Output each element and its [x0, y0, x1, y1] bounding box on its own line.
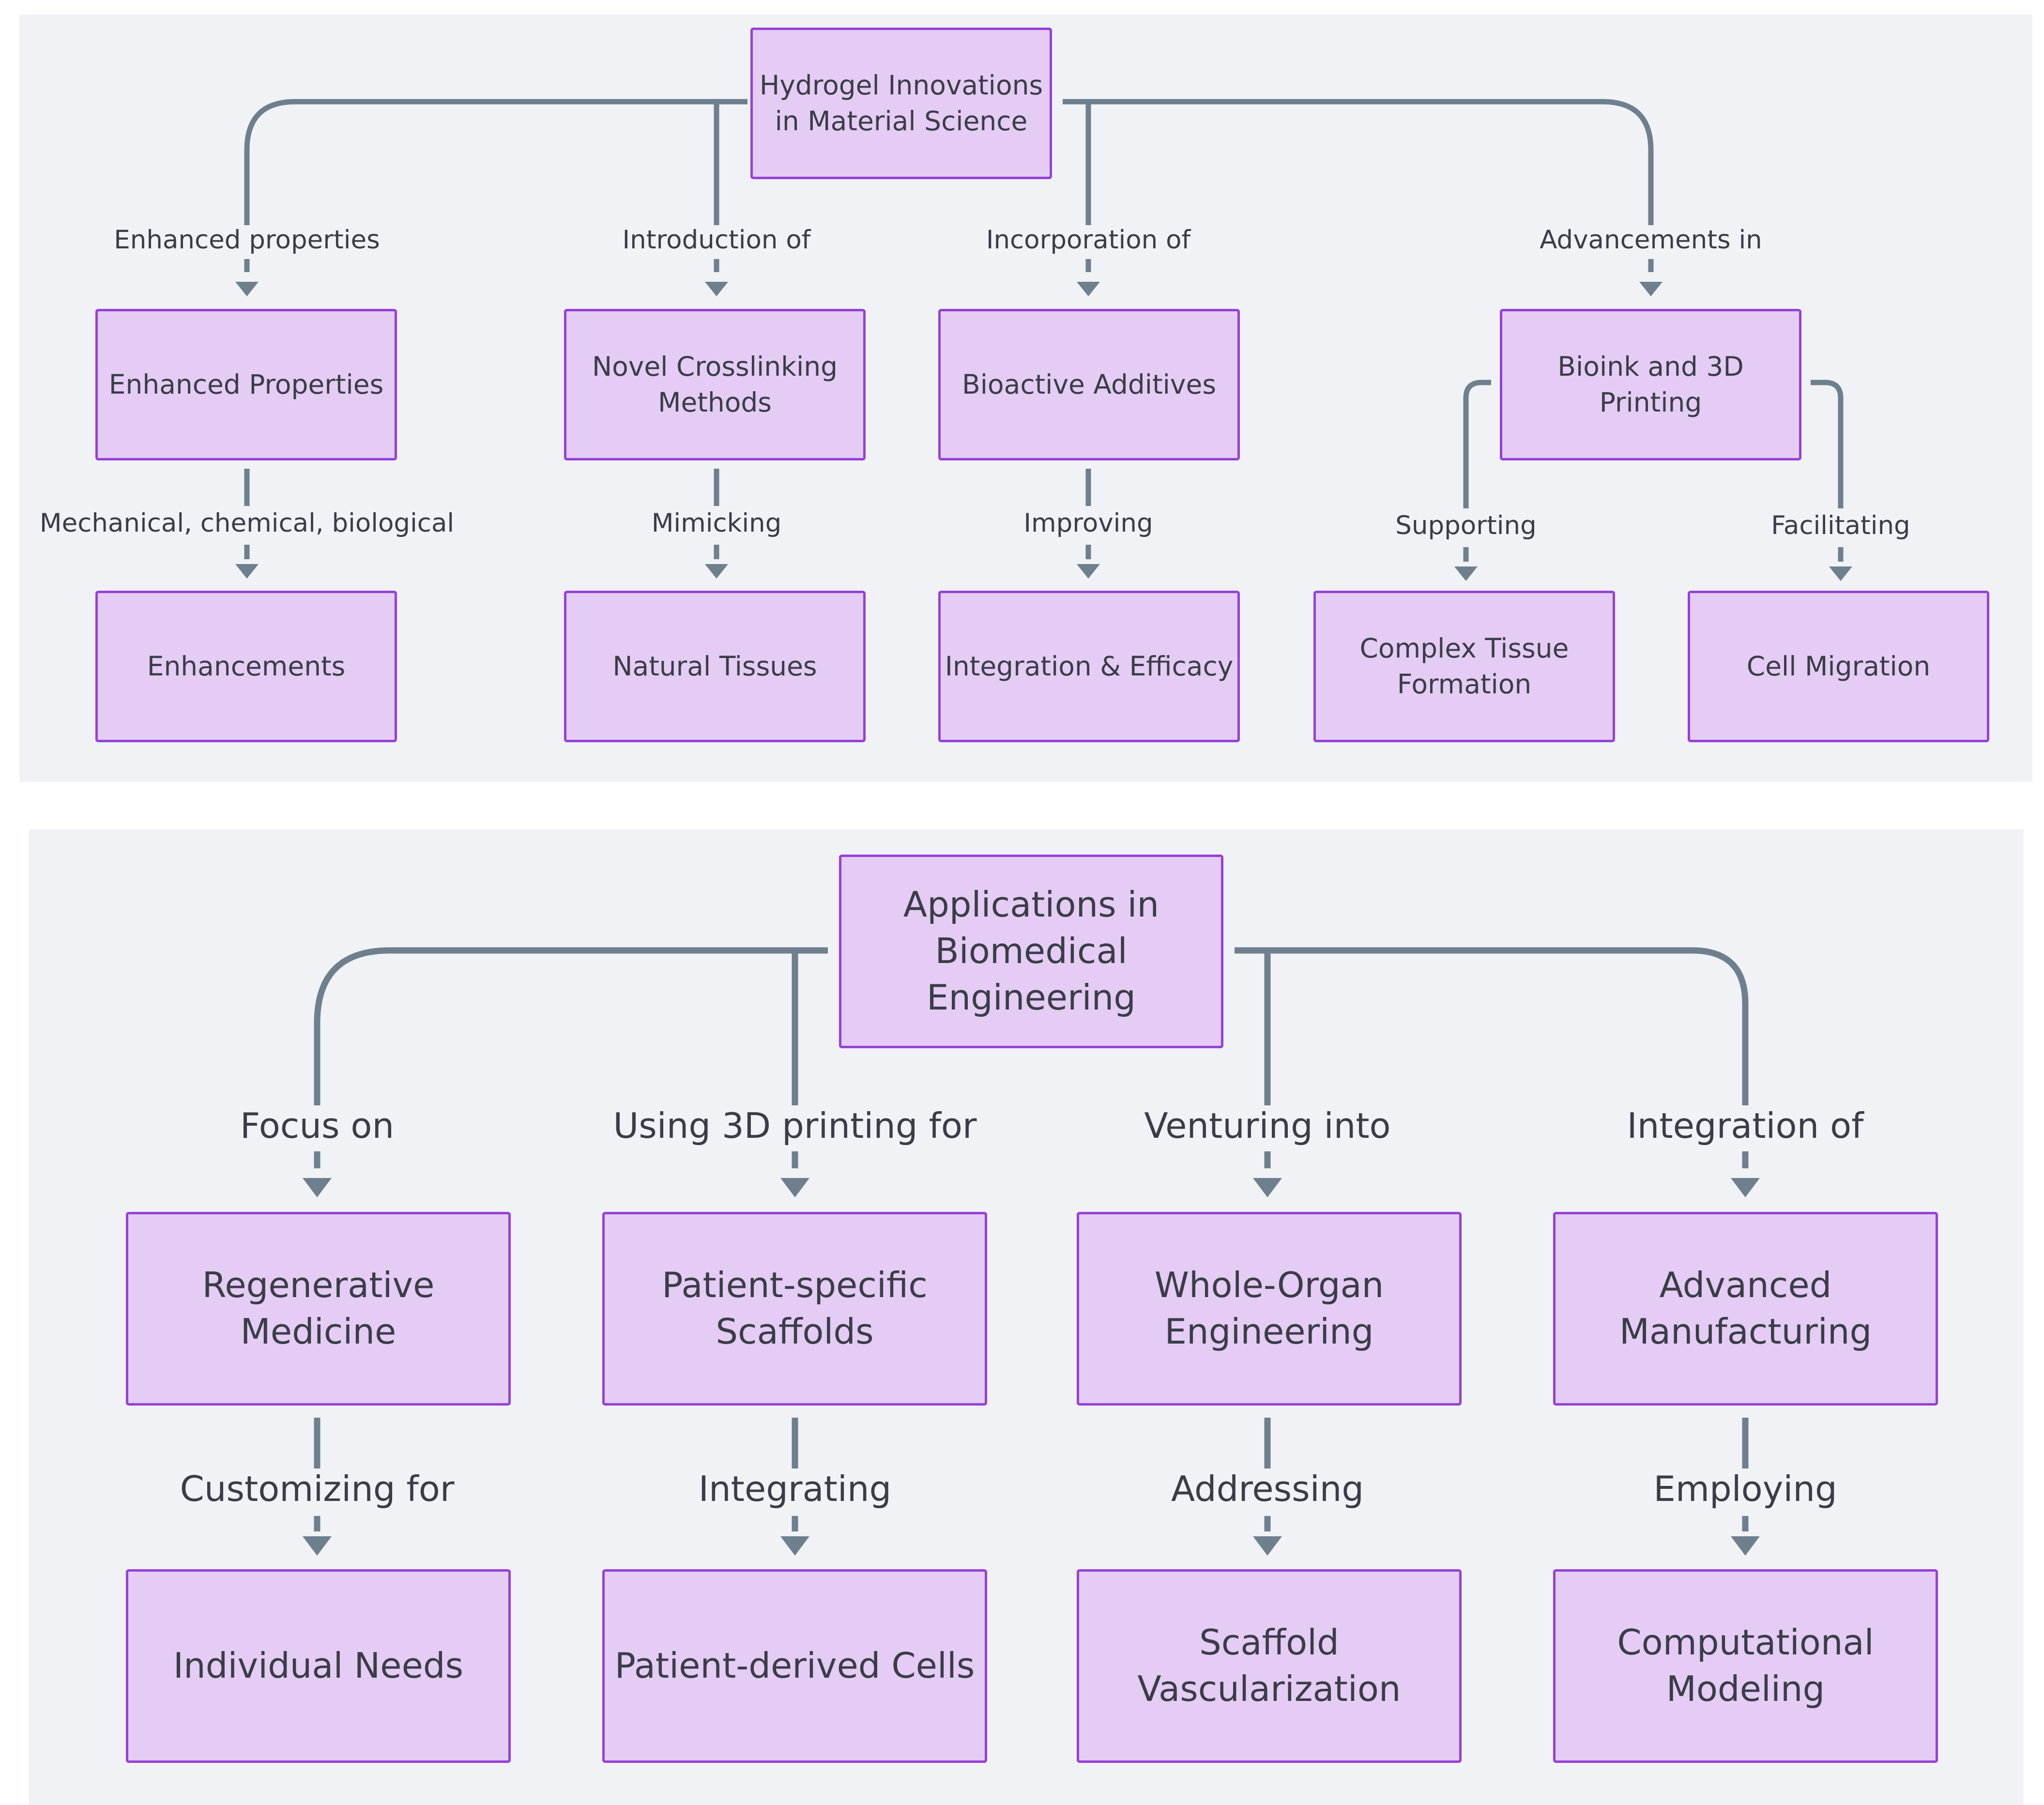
node-regenerative-medicine: Regenerative Medicine: [126, 1212, 511, 1406]
edge-label-advancements-in: Advancements in: [1537, 225, 1765, 255]
node-cell-migration: Cell Migration: [1688, 591, 1989, 742]
edge-label-enhanced-properties: Enhanced properties: [111, 225, 383, 255]
edge-label-supporting: Supporting: [1392, 511, 1540, 540]
edge-root-to-enhanced-properties: [244, 99, 747, 225]
arrowhead-manufacturing: [1731, 1178, 1760, 1197]
node-patient-derived-cells: Patient-derived Cells: [602, 1569, 987, 1763]
edge-bioink-to-cell-migration: [1811, 380, 1844, 562]
arrowhead-enhanced-properties: [235, 282, 259, 296]
edge-label-mechanical-chemical-biological: Mechanical, chemical, biological: [36, 508, 458, 538]
node-scaffold-vascularization: Scaffold Vascularization: [1077, 1569, 1462, 1763]
arrowhead-natural-tissues: [705, 564, 728, 579]
edge-root-to-regenerative: [314, 947, 828, 1105]
node-enhanced-properties: Enhanced Properties: [95, 309, 397, 460]
diagram-panel-biomedical-engineering: Applications in Biomedical Engineering F…: [29, 829, 2024, 1805]
arrowhead-enhancements: [235, 564, 259, 579]
node-whole-organ-engineering: Whole-Organ Engineering: [1077, 1212, 1462, 1406]
edge-label-facilitating: Facilitating: [1768, 511, 1913, 540]
node-natural-tissues: Natural Tissues: [564, 591, 866, 742]
arrowhead-novel-crosslinking: [705, 282, 728, 296]
root-node-hydrogel-innovations: Hydrogel Innovations in Material Science: [750, 28, 1052, 179]
edge-label-integration-of: Integration of: [1624, 1105, 1867, 1146]
node-bioink-3d-printing: Bioink and 3D Printing: [1500, 309, 1801, 460]
node-complex-tissue-formation: Complex Tissue Formation: [1313, 591, 1615, 742]
arrowhead-cell-migration: [1829, 566, 1852, 581]
node-bioactive-additives: Bioactive Additives: [938, 309, 1240, 460]
arrowhead-modeling: [1731, 1536, 1760, 1556]
arrowhead-individual-needs: [303, 1536, 332, 1556]
node-integration-efficacy: Integration & Efficacy: [938, 591, 1240, 742]
edge-label-venturing-into: Venturing into: [1141, 1105, 1394, 1146]
node-enhancements: Enhancements: [95, 591, 397, 742]
node-patient-specific-scaffolds: Patient-specific Scaffolds: [602, 1212, 987, 1406]
diagram2-edges: [303, 947, 1760, 1556]
diagram-panel-material-science: Hydrogel Innovations in Material Science…: [19, 15, 2032, 782]
diagram1-edges: [235, 99, 1852, 581]
arrowhead-whole-organ: [1253, 1178, 1282, 1197]
edge-label-employing: Employing: [1650, 1468, 1840, 1509]
root-node-applications-biomedical: Applications in Biomedical Engineering: [839, 855, 1223, 1048]
node-individual-needs: Individual Needs: [126, 1569, 511, 1763]
edge-label-focus-on: Focus on: [237, 1105, 397, 1146]
edge-root-to-bioink: [1063, 99, 1654, 225]
arrowhead-scaffolds: [780, 1178, 809, 1197]
edge-label-using-3d-printing: Using 3D printing for: [610, 1105, 980, 1146]
arrowhead-regenerative: [303, 1178, 332, 1197]
edge-label-mimicking: Mimicking: [648, 508, 785, 538]
node-computational-modeling: Computational Modeling: [1553, 1569, 1938, 1763]
edge-label-introduction-of: Introduction of: [619, 225, 814, 255]
edge-label-customizing-for: Customizing for: [177, 1468, 458, 1509]
arrowhead-complex-tissue: [1454, 566, 1478, 581]
node-novel-crosslinking-methods: Novel Crosslinking Methods: [564, 309, 866, 460]
arrowhead-vascularization: [1253, 1536, 1282, 1556]
arrowhead-bioink: [1639, 282, 1663, 296]
edge-root-to-manufacturing: [1235, 947, 1749, 1105]
edge-bioink-to-complex-tissue: [1463, 380, 1491, 562]
edge-label-incorporation-of: Incorporation of: [983, 225, 1194, 255]
edge-label-integrating: Integrating: [695, 1468, 895, 1509]
edge-label-improving: Improving: [1021, 508, 1156, 538]
arrowhead-integration: [1077, 564, 1100, 579]
node-advanced-manufacturing: Advanced Manufacturing: [1553, 1212, 1938, 1406]
edge-label-addressing: Addressing: [1168, 1468, 1367, 1509]
arrowhead-bioactive-additives: [1077, 282, 1100, 296]
arrowhead-patient-cells: [780, 1536, 809, 1556]
